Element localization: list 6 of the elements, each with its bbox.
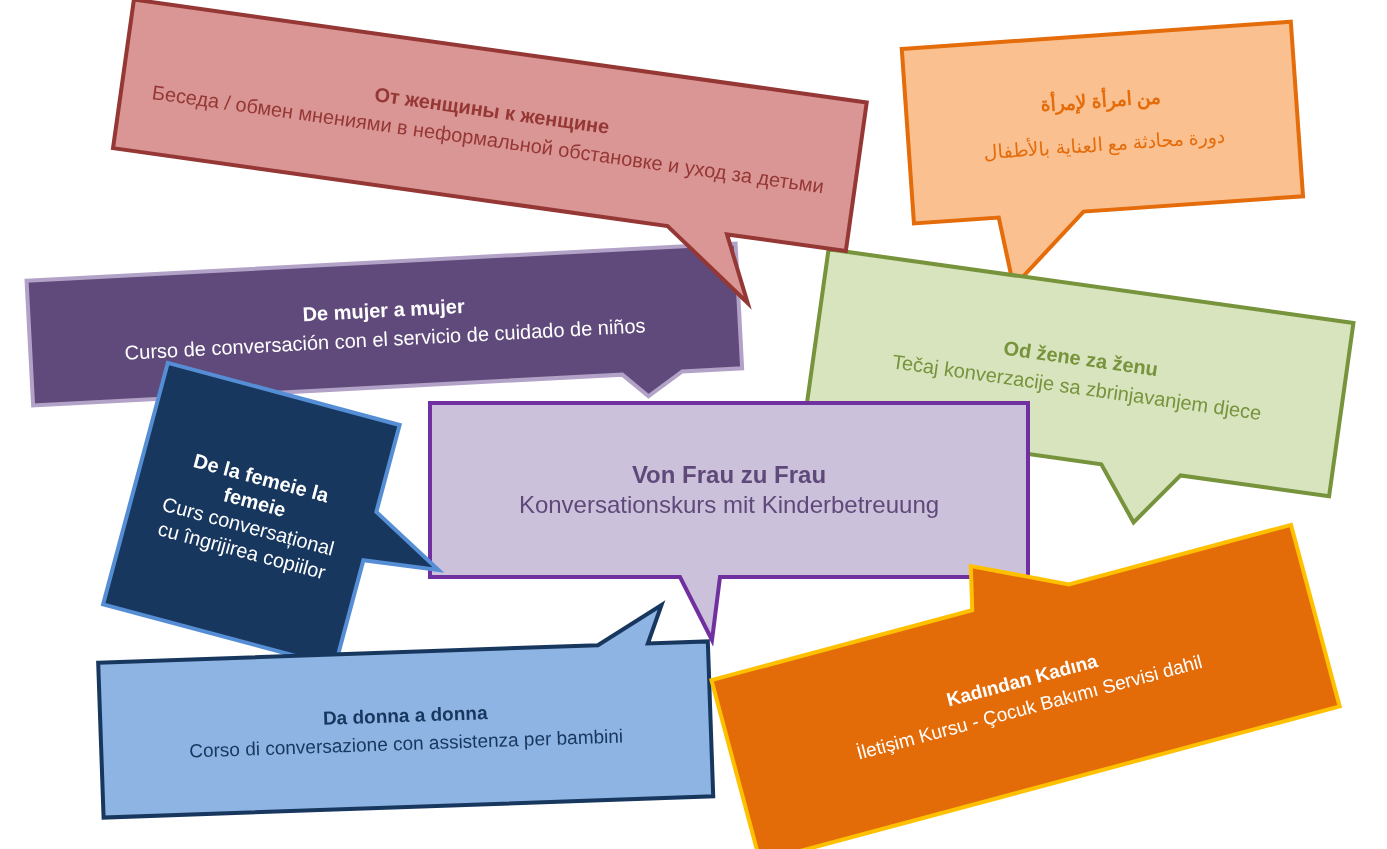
bubble-text: دورة محادثة مع العناية بالأطفال (982, 124, 1226, 165)
bubble-heading: De mujer a mujer (301, 293, 466, 327)
speech-bubble (96, 601, 714, 818)
bubble-heading: Von Frau zu Frau (631, 460, 827, 490)
bubble-text: Konversationskurs mit Kinderbetreuung (518, 490, 940, 520)
bubble-heading: من امرأة لإمرأة (1039, 84, 1162, 117)
